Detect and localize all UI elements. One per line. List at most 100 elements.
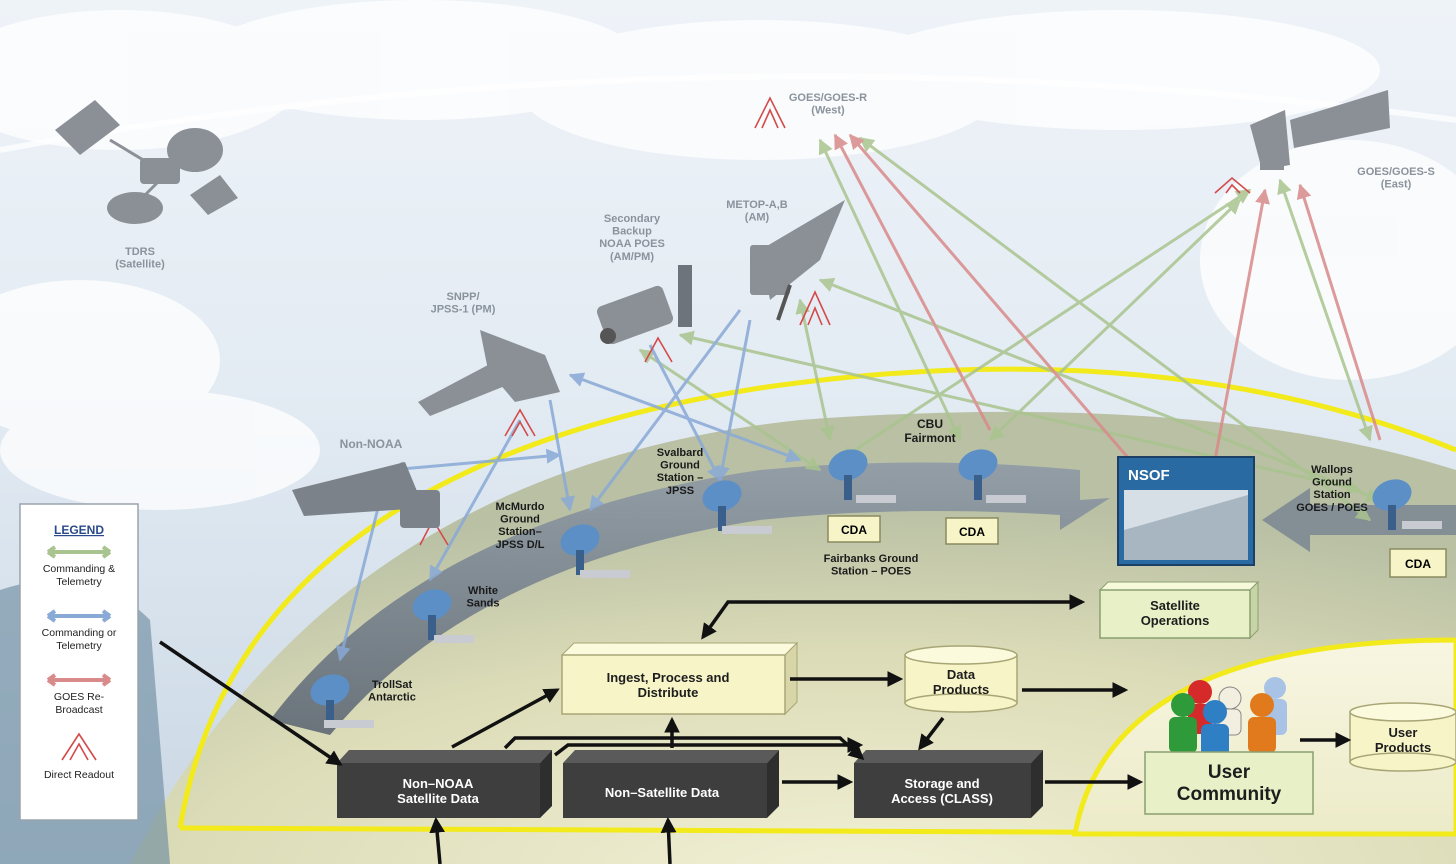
wallops-antenna-icon (1372, 479, 1442, 530)
goes-east-label-line: GOES/GOES-S (1357, 166, 1435, 178)
trollsat-label-line: Antarctic (368, 692, 416, 704)
cda-box-fairbanks: CDA (827, 515, 881, 543)
goes-east-label-line: (East) (1381, 179, 1412, 191)
horizon-arc (0, 73, 1456, 153)
legend-item: Direct Readout (44, 732, 114, 781)
user-products-label-line: User (1389, 725, 1418, 740)
goes-east-label: GOES/GOES-S(East) (1357, 166, 1435, 191)
storage-access-class-label-line: Storage and (904, 776, 979, 791)
mcmurdo-antenna-icon (560, 524, 630, 578)
mcmurdo-label-line: Station– (498, 526, 541, 538)
wallops-label-line: Ground (1312, 477, 1352, 489)
troll-antenna-icon (310, 674, 374, 728)
cda-label: CDA (841, 523, 867, 537)
direct-readout-icon (61, 732, 97, 761)
non-noaa-satellite-data-label-line: Satellite Data (397, 791, 479, 806)
secondary-poes-label-line: (AM/PM) (610, 251, 654, 263)
metop-label-line: METOP-A,B (726, 199, 788, 211)
non-satellite-data-box: Non–Satellite Data (563, 750, 779, 818)
user-community-people-icon (1169, 677, 1287, 756)
mcmurdo-label-line: JPSS D/L (496, 539, 545, 551)
wallops-label-line: GOES / POES (1296, 502, 1368, 514)
satellite-operations-label-line: Operations (1141, 613, 1210, 628)
svalbard-label-line: Ground (660, 460, 700, 472)
nsof-building: NSOF (1117, 456, 1255, 566)
wallops-label-line: Station (1313, 489, 1351, 501)
ingest-process-distribute-label-line: Distribute (638, 685, 699, 700)
legend-item: Commanding &Telemetry (43, 545, 115, 588)
non-satellite-data-label: Non–Satellite Data (605, 785, 720, 800)
legend-item-label: GOES Re-Broadcast (54, 691, 105, 716)
goes-east-satellite-icon (1250, 90, 1390, 170)
snpp-jpss-satellite-icon (418, 330, 560, 416)
cda-box-wallops: CDA (1389, 548, 1447, 578)
white-sands-antenna-icon (412, 589, 474, 643)
fairbanks-antenna-icon (828, 449, 896, 503)
metop-satellite-icon (750, 200, 845, 321)
data-products-label-line: Products (933, 682, 989, 697)
legend-arrow-icon (46, 545, 112, 559)
white-sands-label-line: White (468, 585, 498, 597)
svalbard-label-line: Station – (657, 472, 703, 484)
tdrs-label-line: (Satellite) (115, 259, 165, 271)
svalbard-label-line: JPSS (666, 485, 694, 497)
goes-west-label-line: (West) (811, 105, 845, 117)
trollsat-label-line: TrollSat (372, 679, 413, 691)
wallops-label-line: Wallops (1311, 464, 1353, 476)
cda-label: CDA (1405, 557, 1431, 571)
storage-access-class-label-line: Access (CLASS) (891, 791, 993, 806)
metop-label-line: (AM) (745, 212, 770, 224)
snpp-jpss-label-line: JPSS-1 (PM) (431, 304, 496, 316)
non-noaa-label: Non-NOAA (340, 437, 403, 451)
user-products-label-line: Products (1375, 740, 1431, 755)
secondary-poes-satellite-icon (596, 265, 692, 345)
cda-box-cbu: CDA (945, 517, 999, 545)
fairbanks-label-line: Fairbanks Ground (824, 553, 919, 565)
fairbanks-label-line: Station – POES (831, 566, 911, 578)
secondary-poes-label-line: Secondary (604, 213, 661, 225)
svalbard-antenna-icon (702, 480, 772, 534)
tdrs-label: TDRS(Satellite) (115, 246, 165, 271)
cbu-fairmont-label-line: CBU (917, 417, 943, 431)
non-noaa-label-line: Non-NOAA (340, 437, 403, 451)
antennas (310, 449, 1442, 728)
tdrs-label-line: TDRS (125, 246, 155, 258)
flow-arrows (159, 594, 1352, 864)
legend-arrow-icon (46, 673, 112, 687)
user-community-label-line: Community (1177, 784, 1282, 805)
goes-west-label: GOES/GOES-R(West) (789, 92, 867, 117)
non-satellite-data-label-line: Non–Satellite Data (605, 785, 720, 800)
ingest-process-distribute-label-line: Ingest, Process and (607, 670, 730, 685)
legend-item-label: Direct Readout (44, 769, 114, 781)
nsof-label: NSOF (1128, 467, 1170, 484)
snpp-jpss-label-line: SNPP/ (446, 291, 479, 303)
tdrs-satellite-icon (55, 100, 238, 224)
user-community-label-line: User (1208, 762, 1251, 783)
link-arrows (335, 133, 1382, 662)
mcmurdo-label-line: McMurdo (496, 501, 545, 513)
cbu-fairmont-label-line: Fairmont (904, 431, 955, 445)
